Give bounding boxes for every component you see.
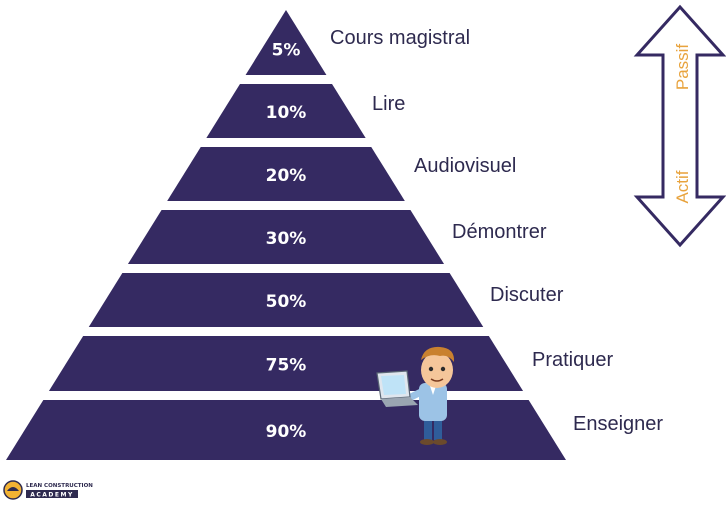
level-percent-2: 10% [266,103,307,123]
level-label-1: Cours magistral [330,27,470,49]
level-percent-6: 75% [266,356,307,376]
pyramid-level-3 [167,147,405,201]
passive-active-arrow: Passif Actif [633,4,726,248]
level-label-2: Lire [372,93,405,115]
double-arrow-icon [633,4,726,248]
level-labels: Cours magistralLireAudiovisuelDémontrerD… [330,27,663,435]
level-label-7: Enseigner [573,413,663,435]
level-percent-1: 5% [272,41,301,61]
arrow-label-passif: Passif [673,44,692,91]
pyramid-level-5 [88,273,484,327]
level-label-6: Pratiquer [532,349,613,371]
logo-line-2: ACADEMY [30,492,74,499]
level-label-5: Discuter [490,284,564,306]
level-percent-5: 50% [266,292,307,312]
pyramid-level-2 [206,84,366,138]
level-percent-3: 20% [266,166,307,186]
lean-construction-academy-logo: LEAN CONSTRUCTION ACADEMY [3,480,93,500]
cartoon-presenter-illustration [376,346,455,445]
level-percent-7: 90% [266,422,307,442]
level-label-3: Audiovisuel [414,155,516,177]
level-label-4: Démontrer [452,221,547,243]
arrow-label-actif: Actif [673,170,692,203]
level-percent-4: 30% [266,229,307,249]
pyramid-level-1 [245,10,327,75]
pyramid-level-4 [127,210,445,264]
logo-line-1: LEAN CONSTRUCTION [26,483,93,489]
